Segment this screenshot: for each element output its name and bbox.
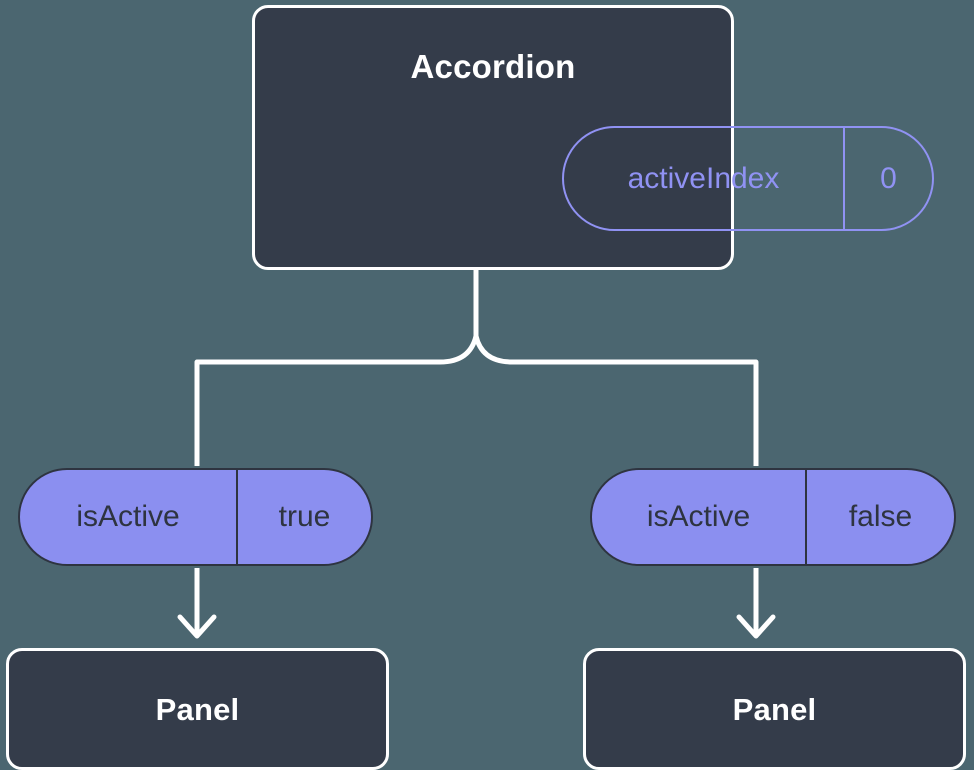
prop-pill-isactive-true[interactable]: isActive true bbox=[18, 468, 373, 566]
prop-pill-value: true bbox=[236, 470, 371, 564]
node-panel-right-title: Panel bbox=[732, 691, 817, 727]
node-panel-left-title: Panel bbox=[155, 691, 240, 727]
state-pill-key: activeIndex bbox=[627, 161, 780, 195]
node-accordion[interactable]: Accordion activeIndex 0 bbox=[252, 5, 934, 270]
prop-pill-isactive-false[interactable]: isActive false bbox=[590, 468, 956, 566]
state-pill-value: 0 bbox=[843, 128, 932, 229]
node-accordion-title: Accordion bbox=[410, 48, 576, 85]
prop-pill-key: isActive bbox=[646, 500, 751, 533]
state-pill-activeindex[interactable]: activeIndex 0 bbox=[562, 126, 934, 231]
arrow-head-right bbox=[736, 614, 776, 639]
arrow-head-left bbox=[177, 614, 217, 639]
node-panel-left[interactable]: Panel bbox=[6, 648, 389, 770]
prop-pill-key: isActive bbox=[76, 500, 180, 533]
brace-splitter bbox=[194, 333, 759, 365]
node-panel-right[interactable]: Panel bbox=[583, 648, 966, 770]
prop-pill-value: false bbox=[805, 470, 954, 564]
